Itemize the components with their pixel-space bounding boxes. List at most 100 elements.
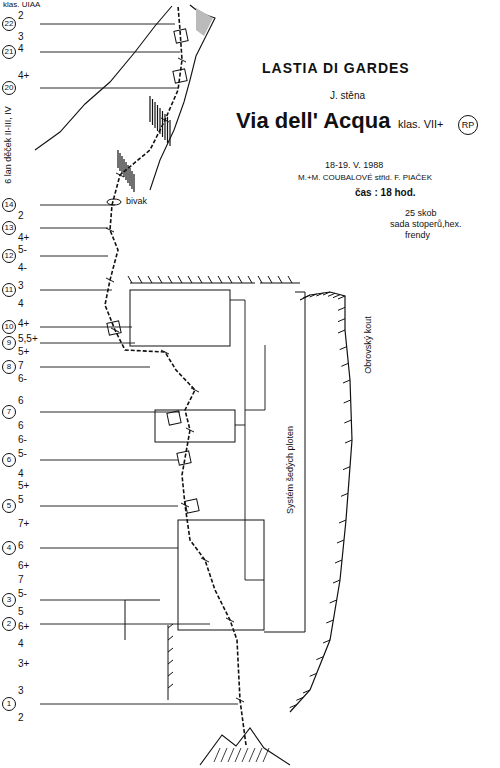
pitch-separator bbox=[40, 256, 108, 257]
topo-note: Obrovský kout bbox=[363, 314, 374, 376]
pitch-grade: 5- bbox=[18, 448, 27, 460]
roof-tick bbox=[198, 276, 202, 283]
wall-tick bbox=[345, 440, 352, 443]
piton-mark bbox=[161, 350, 169, 354]
pitch-number: 22 bbox=[2, 17, 16, 31]
circle-text: 7 bbox=[7, 408, 11, 416]
circle-text: 3 bbox=[7, 596, 11, 604]
pitch-number: 3 bbox=[2, 593, 16, 607]
pitch-grade: 5 bbox=[18, 494, 24, 506]
wall-tick bbox=[310, 673, 317, 676]
topo-note: 25 skob bbox=[405, 208, 437, 219]
pitch-grade: 4+ bbox=[18, 232, 29, 244]
ridge-outline bbox=[150, 5, 215, 190]
pitch-separator bbox=[40, 205, 115, 206]
circle-text: 1 bbox=[7, 700, 11, 708]
roof-tick bbox=[238, 276, 242, 283]
roof-tick bbox=[128, 276, 132, 283]
circle-text: 10 bbox=[5, 323, 14, 331]
bivak-ledge bbox=[107, 199, 121, 205]
wall-tick bbox=[338, 307, 345, 310]
base-hatch bbox=[263, 748, 269, 762]
pitch-grade: 6- bbox=[18, 373, 27, 385]
rock-hatch bbox=[154, 102, 155, 128]
wall-tick bbox=[296, 697, 303, 700]
pitch-grade: 6 bbox=[18, 540, 24, 552]
wall-tick bbox=[340, 347, 347, 350]
rock-hatch bbox=[149, 96, 150, 122]
pitch-grade: 3 bbox=[18, 31, 24, 43]
circle-text: 22 bbox=[5, 20, 14, 28]
belay-box bbox=[177, 451, 191, 465]
circle-text: 14 bbox=[5, 201, 14, 209]
pitch-grade: 4 bbox=[18, 298, 24, 310]
wall-tick bbox=[344, 420, 351, 423]
belay-box bbox=[173, 69, 187, 83]
circle-text: 9 bbox=[7, 339, 11, 347]
pitch-separator bbox=[40, 24, 175, 25]
pitch-number: 5 bbox=[2, 499, 16, 513]
pitch-grade: 2 bbox=[18, 10, 24, 22]
piton-mark bbox=[106, 228, 114, 232]
bracket-line bbox=[305, 292, 306, 632]
base-hatch bbox=[242, 748, 248, 762]
roof-tick bbox=[158, 276, 162, 283]
pitch-number: 4 bbox=[2, 541, 16, 555]
roof-tick bbox=[258, 276, 262, 283]
pitch-grade: 2 bbox=[18, 712, 24, 724]
wall-tick bbox=[339, 520, 346, 523]
wall-outline bbox=[290, 292, 352, 712]
base-hatch bbox=[256, 748, 262, 762]
circle-text: 8 bbox=[7, 363, 11, 371]
wall-tick bbox=[338, 296, 345, 299]
roof-tick bbox=[178, 276, 182, 283]
pitch-number: 13 bbox=[2, 221, 16, 235]
roof-tick bbox=[278, 276, 282, 283]
circle-text: 21 bbox=[5, 48, 14, 56]
circle-text: 6 bbox=[7, 456, 11, 464]
bracket-end bbox=[295, 292, 305, 293]
ledge-tick bbox=[168, 660, 173, 664]
wall-tick bbox=[338, 319, 345, 322]
wall-tick bbox=[333, 580, 340, 583]
pitch-grade: 4 bbox=[18, 638, 24, 650]
pitch-grade: 3 bbox=[18, 280, 24, 292]
topo-note: sada stoperů,hex. bbox=[390, 219, 462, 230]
wall-tick bbox=[335, 560, 342, 563]
pitch-grade: 4+ bbox=[18, 318, 29, 330]
wall-tick bbox=[343, 467, 350, 470]
pitch-separator bbox=[40, 290, 112, 291]
piton-mark bbox=[226, 618, 234, 622]
wall-tick bbox=[330, 600, 337, 603]
topo-note: Systém šedých ploten bbox=[285, 424, 296, 516]
pitch-number: 11 bbox=[2, 283, 16, 297]
ledge-tick bbox=[168, 684, 173, 688]
rock-hatch bbox=[129, 168, 130, 186]
pitch-number: 2 bbox=[2, 617, 16, 631]
pitch-grade: 7+ bbox=[18, 518, 29, 530]
topo-note: bivak bbox=[126, 196, 147, 207]
piton-mark bbox=[178, 58, 186, 62]
roof-tick bbox=[218, 276, 222, 283]
base-hatch bbox=[249, 748, 255, 762]
topo-note: J. stěna bbox=[330, 90, 365, 102]
wall-tick bbox=[310, 294, 317, 297]
roof-tick bbox=[188, 276, 192, 283]
topo-note: klas. VII+ bbox=[398, 118, 444, 131]
slab-box bbox=[178, 520, 264, 630]
pitch-grade: 4 bbox=[18, 468, 24, 480]
pitch-grade: 4+ bbox=[18, 70, 29, 82]
wall-tick bbox=[316, 657, 323, 660]
rock-hatch bbox=[119, 153, 120, 171]
slab-connector bbox=[230, 300, 265, 580]
pitch-separator bbox=[40, 506, 178, 507]
pitch-number: 9 bbox=[2, 336, 16, 350]
circle-text: 4 bbox=[7, 544, 11, 552]
belay-box bbox=[185, 499, 199, 513]
pitch-grade: 3 bbox=[18, 685, 24, 697]
belay-box bbox=[174, 29, 188, 43]
ledge-tick bbox=[168, 636, 173, 640]
pitch-separator bbox=[40, 460, 178, 461]
roof-tick bbox=[268, 276, 272, 283]
